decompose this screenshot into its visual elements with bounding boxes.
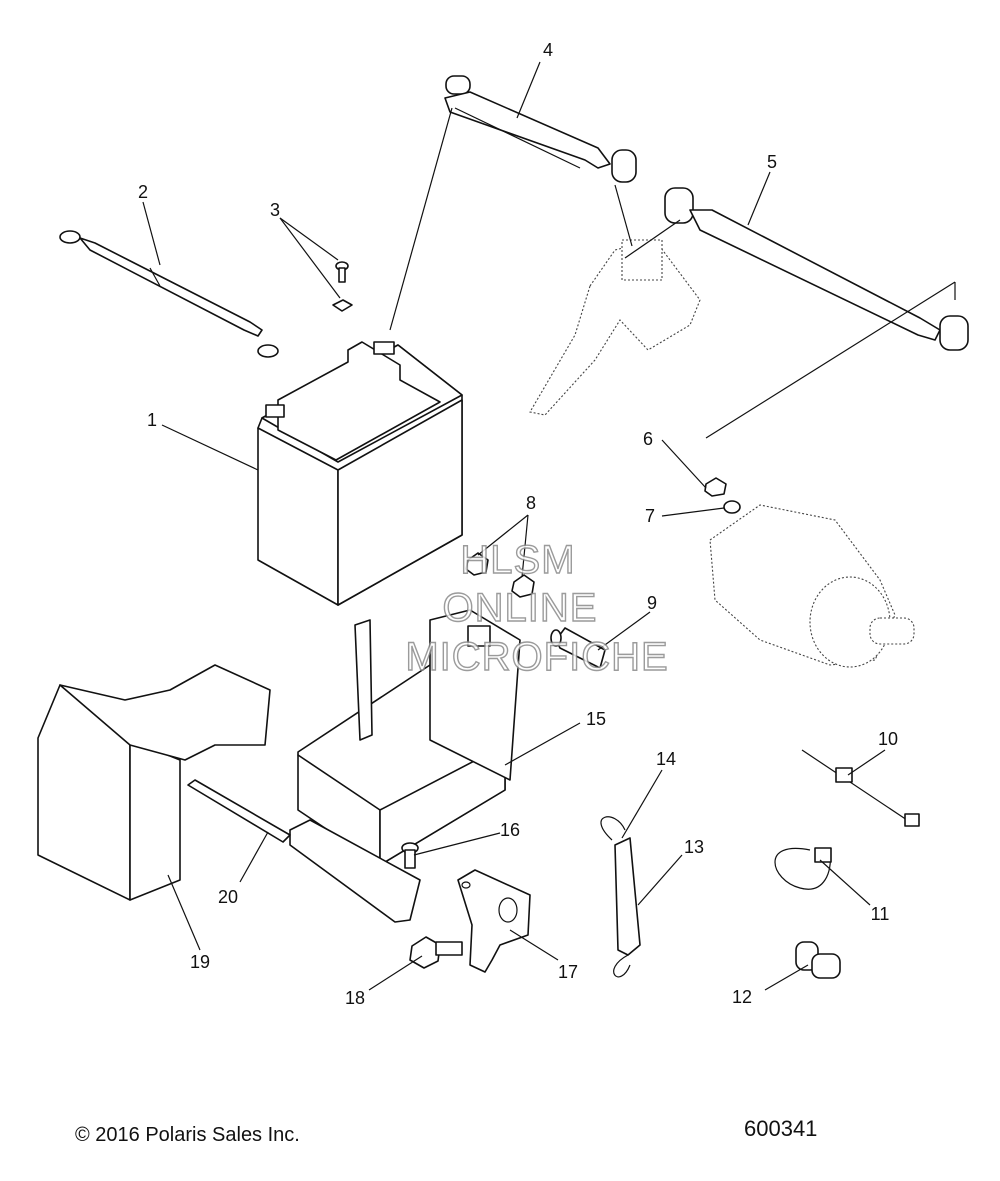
battery-cover-part bbox=[37, 664, 271, 901]
callout-label: 11 bbox=[871, 904, 890, 924]
watermark-line3: MICROFICHE bbox=[405, 635, 668, 679]
leader-lines bbox=[142, 61, 956, 991]
callout-label: 8 bbox=[526, 493, 536, 513]
callout-label: 2 bbox=[138, 182, 148, 202]
callout-label: 9 bbox=[647, 593, 657, 613]
callout-label: 17 bbox=[558, 962, 578, 982]
callout-label: 18 bbox=[345, 988, 365, 1008]
starter-motor-ghost bbox=[709, 504, 915, 668]
strap-part bbox=[774, 847, 832, 890]
callout-label: 7 bbox=[645, 506, 655, 526]
watermark: HLSM ONLINE MICROFICHE bbox=[405, 537, 669, 679]
hold-down-strap-part bbox=[600, 816, 641, 978]
watermark-line2: ONLINE bbox=[443, 586, 598, 630]
callout-label: 16 bbox=[500, 820, 520, 840]
callout-label: 19 bbox=[190, 952, 210, 972]
callout-label: 13 bbox=[684, 837, 704, 857]
nut-part bbox=[704, 477, 727, 497]
nut-part bbox=[465, 552, 489, 576]
battery-box-part bbox=[289, 609, 521, 923]
flange-bolt-part bbox=[409, 936, 463, 969]
callout-label: 5 bbox=[767, 152, 777, 172]
callout-label: 10 bbox=[878, 729, 898, 749]
copyright-text: © 2016 Polaris Sales Inc. bbox=[75, 1124, 300, 1146]
callout-label: 15 bbox=[586, 709, 606, 729]
bolt-part bbox=[401, 842, 419, 869]
terminal-boot-part bbox=[795, 941, 841, 979]
battery-part bbox=[257, 341, 463, 606]
starter-cable-part bbox=[664, 187, 969, 351]
screw-part bbox=[332, 261, 353, 312]
solenoid-cable-part bbox=[444, 75, 637, 183]
drawing-number: 600341 bbox=[744, 1116, 818, 1141]
callout-label: 4 bbox=[543, 40, 553, 60]
rod-part bbox=[187, 779, 291, 843]
callout-label: 12 bbox=[732, 987, 752, 1007]
nut-part bbox=[511, 574, 535, 598]
callout-labels: 1 2 3 4 5 6 7 8 9 10 11 12 13 14 15 16 1… bbox=[138, 40, 898, 1008]
washer-part bbox=[723, 500, 741, 514]
cable-tie-part bbox=[801, 749, 920, 827]
callout-label: 3 bbox=[270, 200, 280, 220]
callout-label: 6 bbox=[643, 429, 653, 449]
watermark-line1: HLSM bbox=[460, 538, 575, 582]
bracket-part bbox=[457, 869, 531, 973]
solenoid-ghost bbox=[529, 239, 701, 416]
fuse-holder-part bbox=[550, 627, 606, 669]
callout-label: 20 bbox=[218, 887, 238, 907]
battery-cable-part bbox=[59, 230, 279, 358]
callout-label: 1 bbox=[147, 410, 157, 430]
callout-label: 14 bbox=[656, 749, 676, 769]
